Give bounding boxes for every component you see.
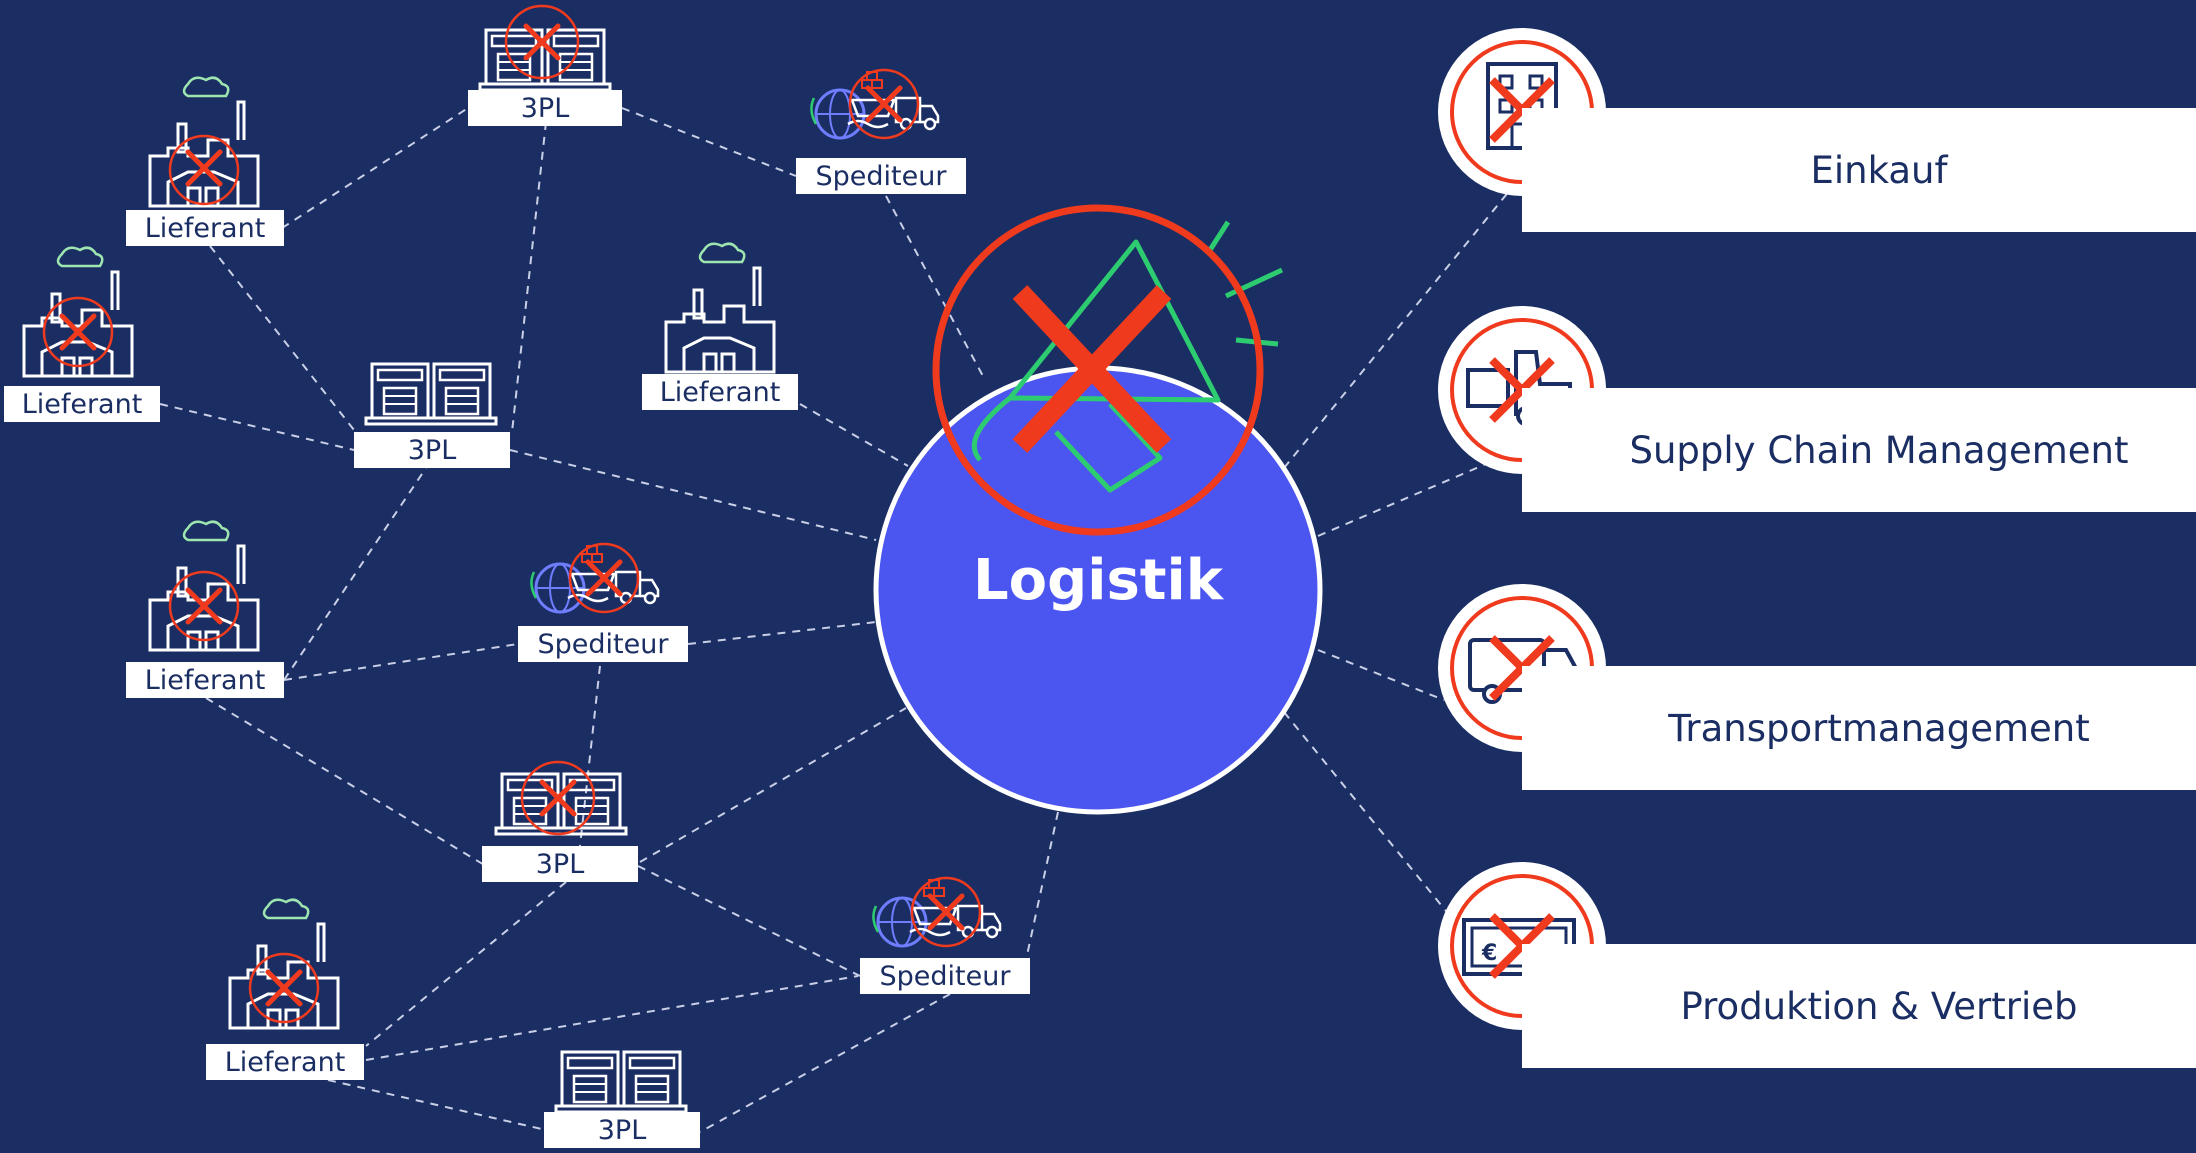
svg-text:€: € bbox=[1481, 941, 1497, 966]
hub-title: Logistik bbox=[973, 548, 1223, 613]
tpl-label: 3PL bbox=[482, 846, 638, 882]
supplier-label: Lieferant bbox=[642, 374, 798, 410]
department-bar-einkauf: Einkauf bbox=[1522, 108, 2196, 232]
supplier-factory-icon bbox=[664, 242, 776, 374]
tpl-label: 3PL bbox=[544, 1112, 700, 1148]
supplier-factory-icon bbox=[228, 898, 340, 1030]
warehouse-icon bbox=[478, 4, 612, 92]
forwarder-icon bbox=[871, 876, 1002, 948]
supplier-factory-icon bbox=[148, 520, 260, 652]
warehouse-icon bbox=[364, 362, 498, 426]
tpl-label: 3PL bbox=[468, 90, 622, 126]
department-bar-scm: Supply Chain Management bbox=[1522, 388, 2196, 512]
forwarder-label: Spediteur bbox=[518, 626, 688, 662]
supplier-label: Lieferant bbox=[4, 386, 160, 422]
warehouse-icon bbox=[554, 1050, 688, 1114]
supplier-label: Lieferant bbox=[126, 210, 284, 246]
department-label: Einkauf bbox=[1810, 148, 1948, 192]
forwarder-label: Spediteur bbox=[860, 958, 1030, 994]
department-bar-transport: Transportmanagement bbox=[1522, 666, 2196, 790]
department-label: Transportmanagement bbox=[1668, 706, 2090, 750]
hub-cross-icon bbox=[932, 204, 1264, 536]
forwarder-icon bbox=[809, 68, 940, 140]
supplier-factory-icon bbox=[148, 76, 260, 208]
department-label: Produktion & Vertrieb bbox=[1680, 984, 2078, 1028]
connector-lines bbox=[159, 107, 1511, 1133]
forwarder-icon bbox=[529, 542, 660, 614]
supplier-factory-icon bbox=[22, 246, 134, 378]
warehouse-icon bbox=[494, 760, 628, 836]
supplier-label: Lieferant bbox=[206, 1044, 364, 1080]
department-label: Supply Chain Management bbox=[1629, 428, 2129, 472]
supplier-label: Lieferant bbox=[126, 662, 284, 698]
forwarder-label: Spediteur bbox=[796, 158, 966, 194]
tpl-label: 3PL bbox=[354, 432, 510, 468]
department-bar-produktion: Produktion & Vertrieb bbox=[1522, 944, 2196, 1068]
